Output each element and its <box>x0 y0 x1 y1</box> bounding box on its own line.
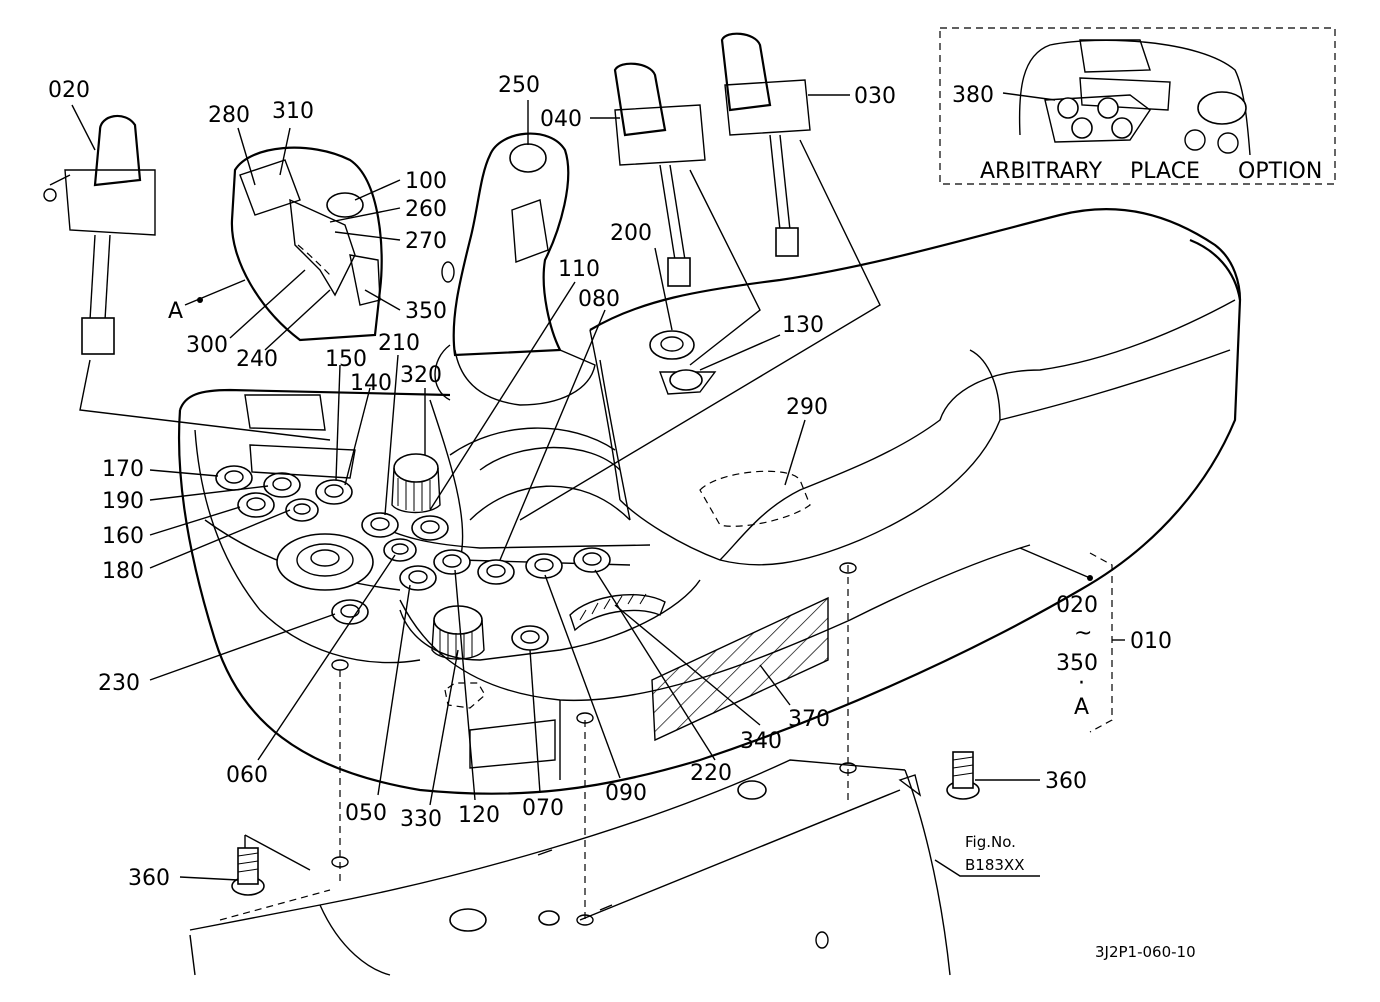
part-labels: 020 280 310 100 260 270 A 300 240 350 25… <box>48 73 1087 891</box>
label-150: 150 <box>325 347 367 372</box>
button-130 <box>659 369 717 395</box>
button-060 <box>383 538 417 562</box>
label-170: 170 <box>102 457 144 482</box>
label-200: 200 <box>610 221 652 246</box>
bracket-350: 350 <box>1056 651 1098 676</box>
bracket-tilde: ~ <box>1074 621 1092 646</box>
label-120: 120 <box>458 803 500 828</box>
button-230 <box>331 599 369 625</box>
bolt-360-left <box>231 847 265 896</box>
lever-040 <box>613 62 706 287</box>
label-350: 350 <box>405 299 447 324</box>
button-cluster <box>215 330 717 709</box>
knob-320 <box>391 453 441 514</box>
button-140 <box>315 479 353 505</box>
label-020: 020 <box>48 78 90 103</box>
button-190 <box>263 472 301 498</box>
button-090 <box>525 553 563 579</box>
label-060: 060 <box>226 763 268 788</box>
label-260: 260 <box>405 197 447 222</box>
label-210: 210 <box>378 331 420 356</box>
button-220 <box>573 547 611 573</box>
button-170 <box>215 465 253 491</box>
button-080 <box>477 559 515 585</box>
button-120 <box>433 549 471 575</box>
label-140: 140 <box>350 371 392 396</box>
bolt-360-right <box>946 751 980 800</box>
assembly-bracket: 020 ~ 350 · A 010 <box>1056 552 1172 733</box>
label-080: 080 <box>578 287 620 312</box>
bracket-a: A <box>1074 695 1089 720</box>
label-370: 370 <box>788 707 830 732</box>
label-320: 320 <box>400 363 442 388</box>
drawing-code: 3J2P1-060-10 <box>1095 943 1196 961</box>
label-250: 250 <box>498 73 540 98</box>
label-130: 130 <box>782 313 824 338</box>
fig-number: B183XX <box>965 856 1024 874</box>
button-050 <box>399 565 437 591</box>
label-330: 330 <box>400 807 442 832</box>
inset-option: OPTION <box>1238 159 1322 184</box>
joystick-grip <box>434 132 596 406</box>
label-290: 290 <box>786 395 828 420</box>
label-160: 160 <box>102 524 144 549</box>
label-plate-370 <box>651 596 829 742</box>
label-270: 270 <box>405 229 447 254</box>
button-180 <box>285 498 319 522</box>
label-040: 040 <box>540 107 582 132</box>
leader-lines <box>71 94 1091 881</box>
label-380: 380 <box>952 83 994 108</box>
label-190: 190 <box>102 489 144 514</box>
button-210 <box>361 512 399 538</box>
console-body <box>177 208 1242 795</box>
label-100: 100 <box>405 169 447 194</box>
fig-label: Fig.No. <box>965 833 1016 851</box>
side-cover-a <box>230 146 383 342</box>
bracket-dot: · <box>1078 671 1085 696</box>
label-360-left: 360 <box>128 866 170 891</box>
button-110 <box>411 515 449 541</box>
label-340: 340 <box>740 729 782 754</box>
cushion-290 <box>699 470 811 527</box>
inset-option-box: ARBITRARY PLACE OPTION 380 <box>939 27 1336 185</box>
label-070: 070 <box>522 796 564 821</box>
assembly-010: 010 <box>1130 629 1172 654</box>
label-a: A <box>168 299 183 324</box>
button-070 <box>511 625 549 651</box>
button-160 <box>237 492 275 518</box>
label-220: 220 <box>690 761 732 786</box>
lever-020 <box>43 114 156 355</box>
label-090: 090 <box>605 781 647 806</box>
label-180: 180 <box>102 559 144 584</box>
label-230: 230 <box>98 671 140 696</box>
mount-frame <box>189 562 951 976</box>
label-310: 310 <box>272 99 314 124</box>
label-300: 300 <box>186 333 228 358</box>
bracket-020: 020 <box>1056 593 1098 618</box>
inset-place: PLACE <box>1130 159 1200 184</box>
label-360-right: 360 <box>1045 769 1087 794</box>
lever-030 <box>720 32 811 257</box>
label-030: 030 <box>854 84 896 109</box>
label-050: 050 <box>345 801 387 826</box>
label-110: 110 <box>558 257 600 282</box>
label-240: 240 <box>236 347 278 372</box>
button-200 <box>649 330 695 360</box>
label-280: 280 <box>208 103 250 128</box>
inset-arbitrary: ARBITRARY <box>980 159 1103 184</box>
